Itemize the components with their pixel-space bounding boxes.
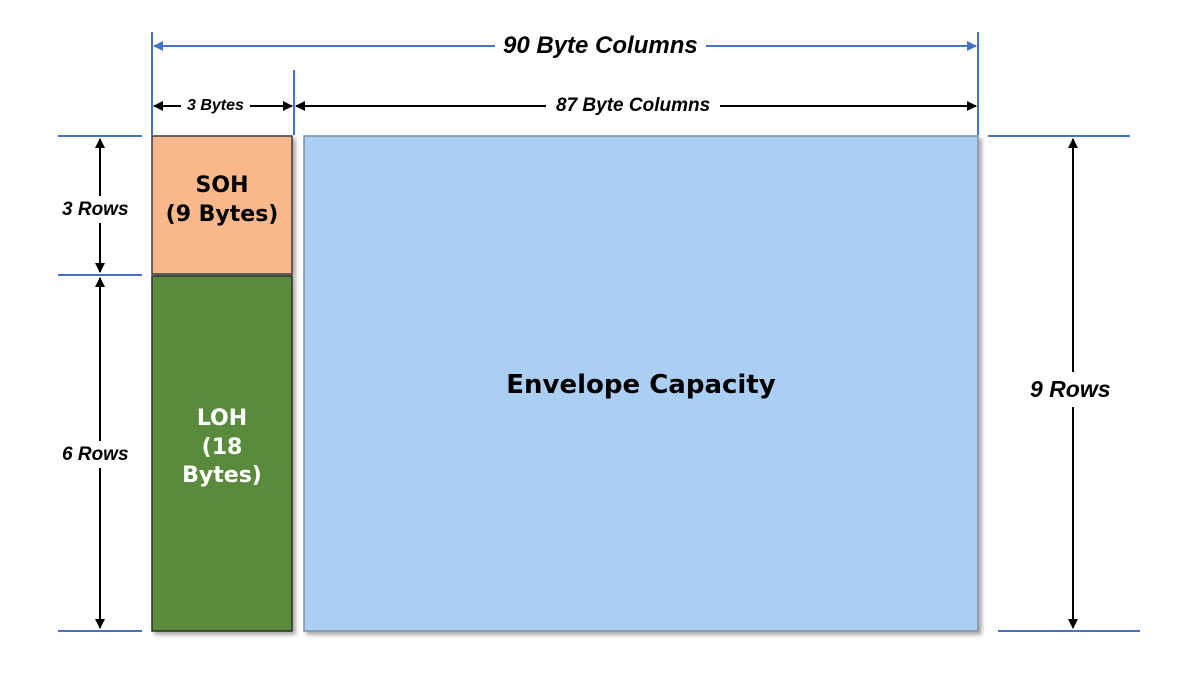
loh-label: LOH (18 Bytes) (152, 405, 292, 491)
loh-label-line1: LOH (196, 406, 248, 431)
soh-label: SOH (9 Bytes) (152, 172, 292, 229)
oh-width-label: 3 Bytes (181, 98, 250, 114)
payload-label: Envelope Capacity (506, 370, 776, 400)
payload-width-label: 87 Byte Columns (546, 96, 721, 115)
soh-label-line2: (9 Bytes) (165, 201, 279, 227)
soh-box (151, 135, 293, 275)
top-dimension-label: 90 Byte Columns (495, 34, 706, 58)
total-rows-label: 9 Rows (1028, 372, 1113, 407)
soh-label-line1: SOH (195, 173, 249, 198)
soh-rows-label: 3 Rows (60, 196, 131, 223)
loh-box (151, 275, 293, 632)
payload-box (303, 135, 979, 632)
loh-label-line2: (18 (201, 434, 243, 460)
loh-label-line3: Bytes) (182, 463, 262, 489)
loh-rows-label: 6 Rows (60, 441, 131, 468)
